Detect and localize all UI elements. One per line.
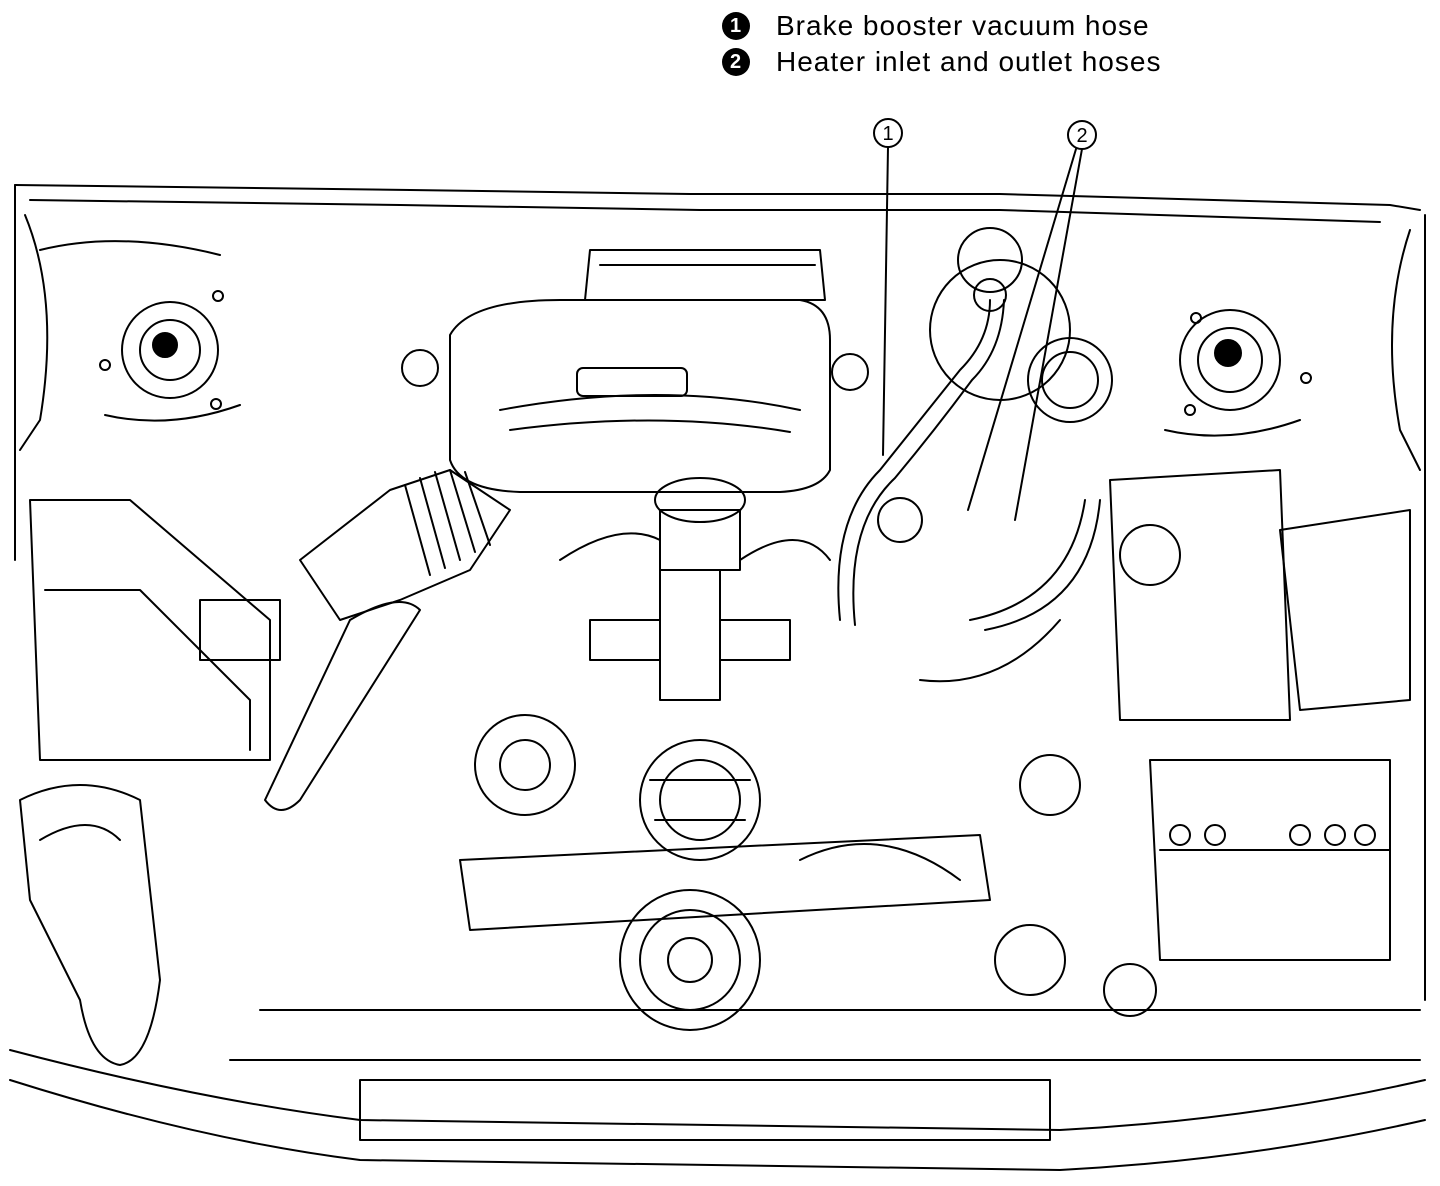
- legend-item-1: 1 Brake booster vacuum hose: [722, 8, 1161, 44]
- washer-tank: [1109, 469, 1291, 721]
- callout-2-number: 2: [1076, 125, 1087, 147]
- legend-number-2: 2: [722, 48, 750, 76]
- brake-booster-vacuum-hose: [837, 299, 1005, 626]
- air-intake-duct: [264, 469, 511, 811]
- legend-item-2: 2 Heater inlet and outlet hoses: [722, 44, 1161, 80]
- oil-filler-cap: [474, 714, 576, 816]
- right-strut-tower: [1164, 309, 1312, 437]
- legend: 1 Brake booster vacuum hose 2 Heater inl…: [722, 8, 1161, 80]
- callout-1-number: 1: [882, 123, 893, 145]
- callout-2: 2: [967, 120, 1097, 521]
- callout-1: 1: [873, 118, 903, 456]
- legend-label-1: Brake booster vacuum hose: [776, 10, 1150, 41]
- left-strut-tower: [39, 240, 241, 422]
- legend-label-2: Heater inlet and outlet hoses: [776, 46, 1162, 77]
- brake-booster: [929, 227, 1071, 401]
- engine-center: [559, 477, 831, 701]
- battery: [1149, 759, 1391, 961]
- timing-belt-cover: [459, 834, 991, 931]
- intake-manifold-cover: [401, 249, 869, 493]
- brake-fluid-reservoir: [1027, 337, 1113, 423]
- alternator: [639, 739, 761, 861]
- body-outline: [14, 184, 1426, 1001]
- resonator: [19, 784, 161, 1066]
- relay-box: [1279, 509, 1411, 711]
- air-cleaner-box: [29, 499, 281, 761]
- legend-number-1: 1: [722, 12, 750, 40]
- radiator: [229, 754, 1421, 1141]
- front-support: [9, 1049, 1426, 1171]
- heater-hoses: [919, 499, 1101, 683]
